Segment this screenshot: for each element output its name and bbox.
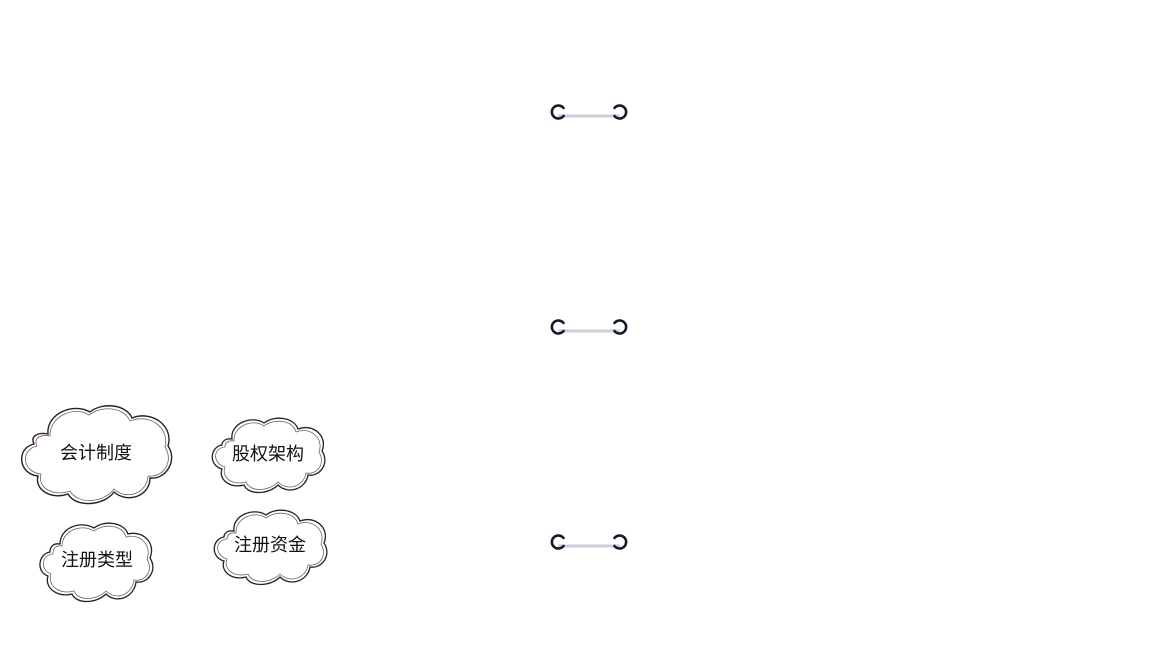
binder-ring-middle-icon [550, 319, 628, 335]
binder-ring-bottom [549, 531, 629, 551]
cloud-accounting-system: 会计制度 [18, 402, 174, 508]
cloud-icon [211, 417, 326, 494]
cloud-equity-structure: 股权架构 [210, 415, 326, 495]
cloud-registered-capital: 注册资金 [212, 507, 328, 587]
binder-ring-top [549, 101, 629, 121]
cloud-icon [20, 405, 173, 505]
binder-ring-bottom-icon [550, 534, 628, 550]
cloud-label: 注册资金 [234, 535, 306, 556]
cloud-icon [213, 509, 328, 586]
cloud-label: 股权架构 [232, 444, 304, 465]
cloud-registration-type: 注册类型 [38, 520, 156, 604]
cloud-icon [39, 522, 154, 603]
binder-ring-top-icon [550, 104, 628, 120]
binder-ring-middle [549, 316, 629, 336]
cloud-label: 会计制度 [60, 443, 132, 464]
cloud-label: 注册类型 [61, 550, 133, 571]
